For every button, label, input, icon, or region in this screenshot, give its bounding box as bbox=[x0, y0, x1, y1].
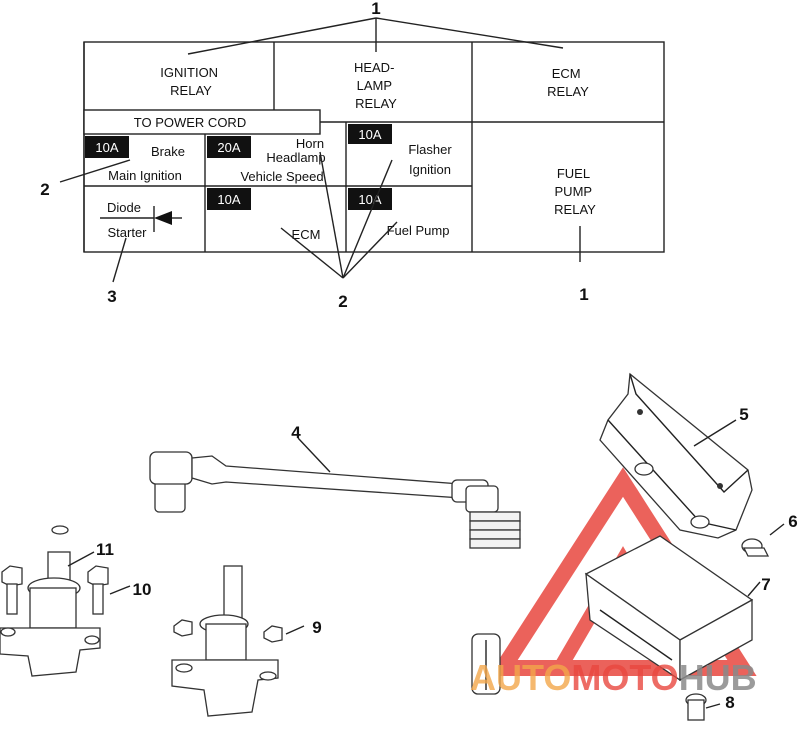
fuel-pump-relay-label: FUEL PUMP RELAY bbox=[554, 166, 596, 217]
leader-lines bbox=[59, 17, 581, 283]
ignition-relay-label: IGNITION RELAY bbox=[160, 65, 221, 98]
fuse-rating: 10A bbox=[358, 127, 381, 142]
fuse-rating-badge bbox=[348, 188, 392, 210]
diode-symbol-icon bbox=[100, 206, 182, 232]
fuse-rating: 20A bbox=[217, 140, 240, 155]
starter-terminal bbox=[0, 525, 101, 677]
starter-label: Starter bbox=[107, 225, 147, 240]
callout-number: 1 bbox=[371, 0, 380, 18]
callout-number: 5 bbox=[739, 405, 748, 424]
fuse-rating: 10A bbox=[217, 192, 240, 207]
ecm-relay-label: ECM RELAY bbox=[547, 66, 589, 99]
mounting-bolt bbox=[87, 565, 131, 615]
module-bolt bbox=[685, 693, 721, 721]
callout-number: 10 bbox=[133, 580, 152, 599]
cable-clamp bbox=[471, 633, 501, 695]
terminal-nut bbox=[263, 625, 305, 643]
terminal-nut bbox=[173, 619, 193, 637]
fuse-circuit-label: Horn bbox=[296, 136, 324, 151]
fuse-rating-badge bbox=[85, 136, 129, 158]
callout-number: 3 bbox=[107, 287, 116, 306]
fuse-rating: 10A bbox=[358, 192, 381, 207]
fuse-circuit-label: Fuel Pump bbox=[387, 223, 450, 238]
callout-number: 9 bbox=[312, 618, 321, 637]
watermark-text: AUTOMOTOHUB bbox=[470, 657, 757, 698]
fuse-circuit-label: Ignition bbox=[409, 162, 451, 177]
fuse-rating: 10A bbox=[95, 140, 118, 155]
fuse-circuit-label: Headlamp bbox=[266, 150, 325, 165]
fuse-circuit-label: Vehicle Speed bbox=[240, 169, 323, 184]
fuse-rating-badge bbox=[207, 136, 251, 158]
headlamp-relay-label: HEAD- LAMP RELAY bbox=[354, 60, 398, 111]
control-module bbox=[584, 535, 761, 682]
battery-cable bbox=[149, 437, 521, 549]
callout-number: 2 bbox=[40, 180, 49, 199]
mounting-bracket bbox=[599, 372, 753, 539]
diode-label: Diode bbox=[107, 200, 141, 215]
fuse-relay-block bbox=[83, 41, 665, 253]
mounting-bolt bbox=[1, 565, 23, 615]
fuse-circuit-label: Flasher bbox=[408, 142, 452, 157]
fuse-rating-badge bbox=[207, 188, 251, 210]
callout-number: 8 bbox=[725, 693, 734, 712]
callout-number: 7 bbox=[761, 575, 770, 594]
callout-number: 11 bbox=[96, 540, 114, 559]
callout-number: 1 bbox=[579, 285, 588, 304]
callout-number: 4 bbox=[291, 423, 301, 442]
starter-terminal bbox=[171, 565, 279, 717]
small-bolt bbox=[741, 523, 785, 557]
fuse-circuit-label: Brake bbox=[151, 144, 185, 159]
fuse-circuit-label: ECM bbox=[292, 227, 321, 242]
fuse-circuit-label: Main Ignition bbox=[108, 168, 182, 183]
callout-number: 6 bbox=[788, 512, 797, 531]
power-cord-label: TO POWER CORD bbox=[134, 115, 246, 130]
fuse-rating-badge bbox=[348, 124, 392, 144]
callout-number: 2 bbox=[338, 292, 347, 311]
